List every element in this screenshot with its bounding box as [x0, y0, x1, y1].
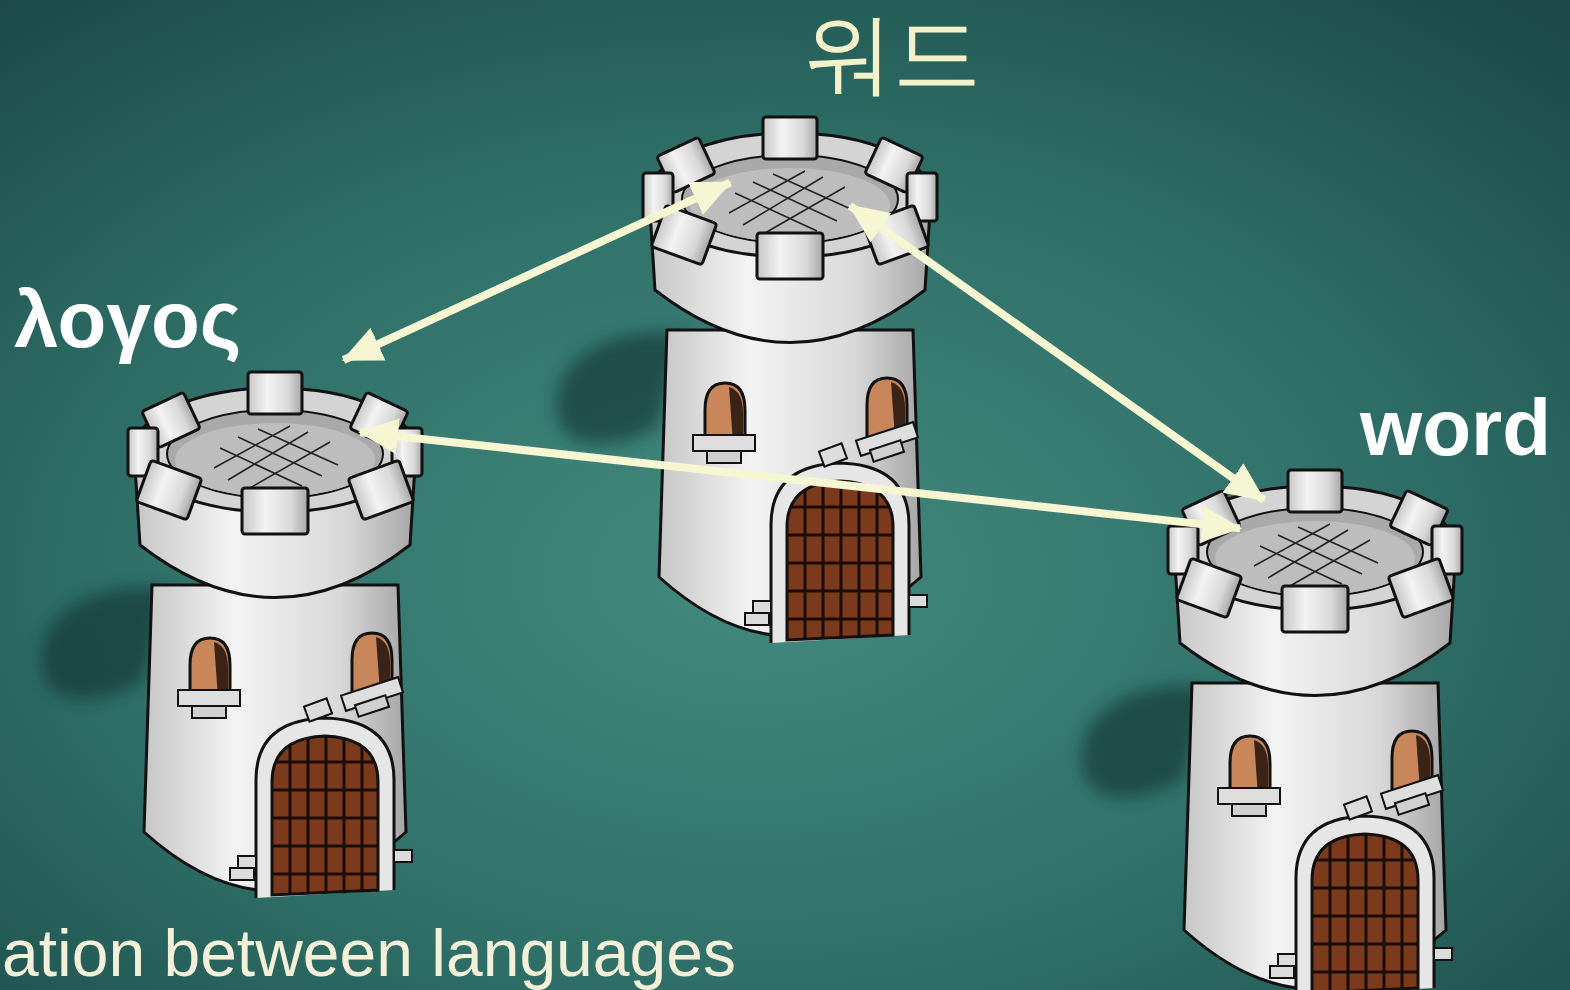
tower-label: 워드 [805, 10, 981, 98]
translation-arrow [344, 183, 730, 360]
tower-node: word [1240, 500, 1390, 575]
tower-label: word [1360, 388, 1551, 468]
slide-text: ation between languages [2, 920, 736, 986]
tower-node: 워드 [730, 170, 850, 225]
tower-illustration [556, 117, 937, 645]
tower-label: λογος [14, 280, 241, 360]
translation-arrow [360, 432, 1240, 528]
translation-arrow [850, 206, 1264, 500]
tower-illustration [1081, 470, 1462, 990]
tower-node: λογος [200, 360, 360, 440]
tower-illustration [41, 372, 422, 900]
